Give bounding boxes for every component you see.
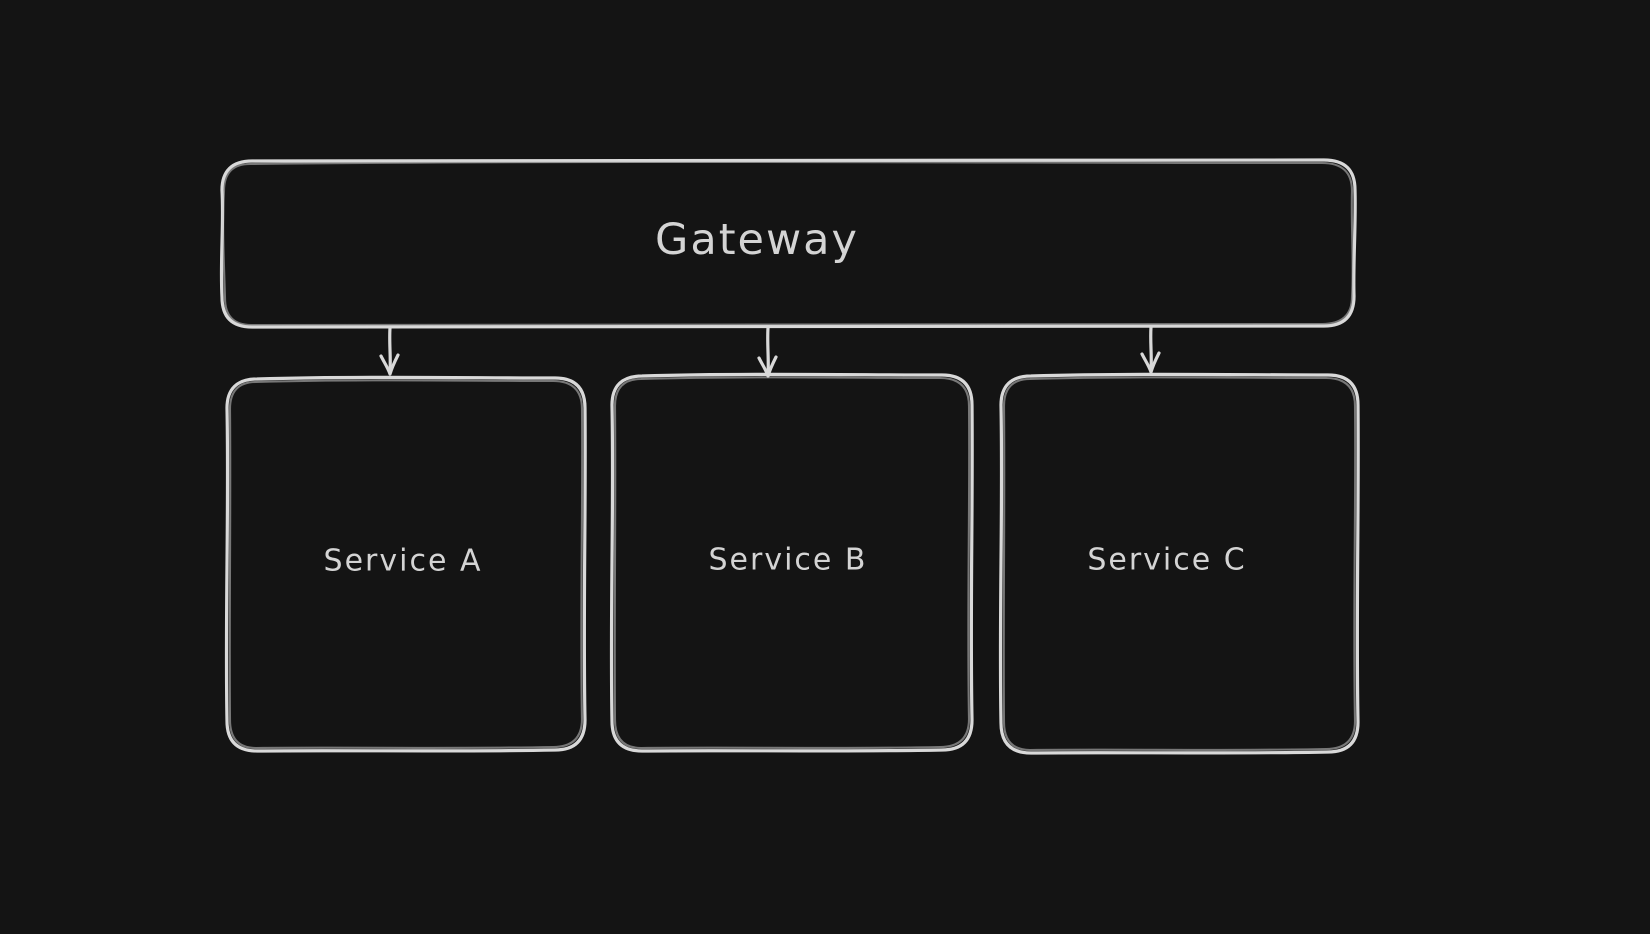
arrow-head (1140, 351, 1161, 374)
service-a-box-outline-sketch-pass (228, 379, 584, 750)
arrow-shaft (388, 326, 392, 374)
arrow-gateway-to-service-b[interactable] (757, 326, 778, 378)
arrow-shaft (766, 326, 770, 376)
service-c-box-outline-sketch-pass (1002, 376, 1357, 752)
service-a-label: Service A (323, 543, 483, 579)
arrow-shaft (1149, 325, 1153, 372)
gateway-box-outline (219, 157, 1357, 329)
service-b-node[interactable] (609, 372, 974, 753)
service-c-node[interactable] (998, 372, 1360, 755)
gateway-box-outline-sketch-pass (222, 160, 1354, 327)
arrow-head (379, 353, 400, 376)
service-b-label: Service B (708, 542, 868, 578)
gateway-label: Gateway (655, 215, 859, 265)
gateway-node[interactable] (219, 157, 1357, 329)
service-b-box-outline-sketch-pass (613, 376, 971, 750)
service-c-box-outline (998, 372, 1360, 755)
arrow-gateway-to-service-a[interactable] (379, 326, 400, 376)
service-c-label: Service C (1087, 542, 1247, 578)
arrow-head (757, 355, 778, 378)
service-b-box-outline (609, 372, 974, 753)
arrow-gateway-to-service-c[interactable] (1140, 325, 1161, 374)
service-a-box-outline (224, 375, 587, 753)
service-a-node[interactable] (224, 375, 587, 753)
